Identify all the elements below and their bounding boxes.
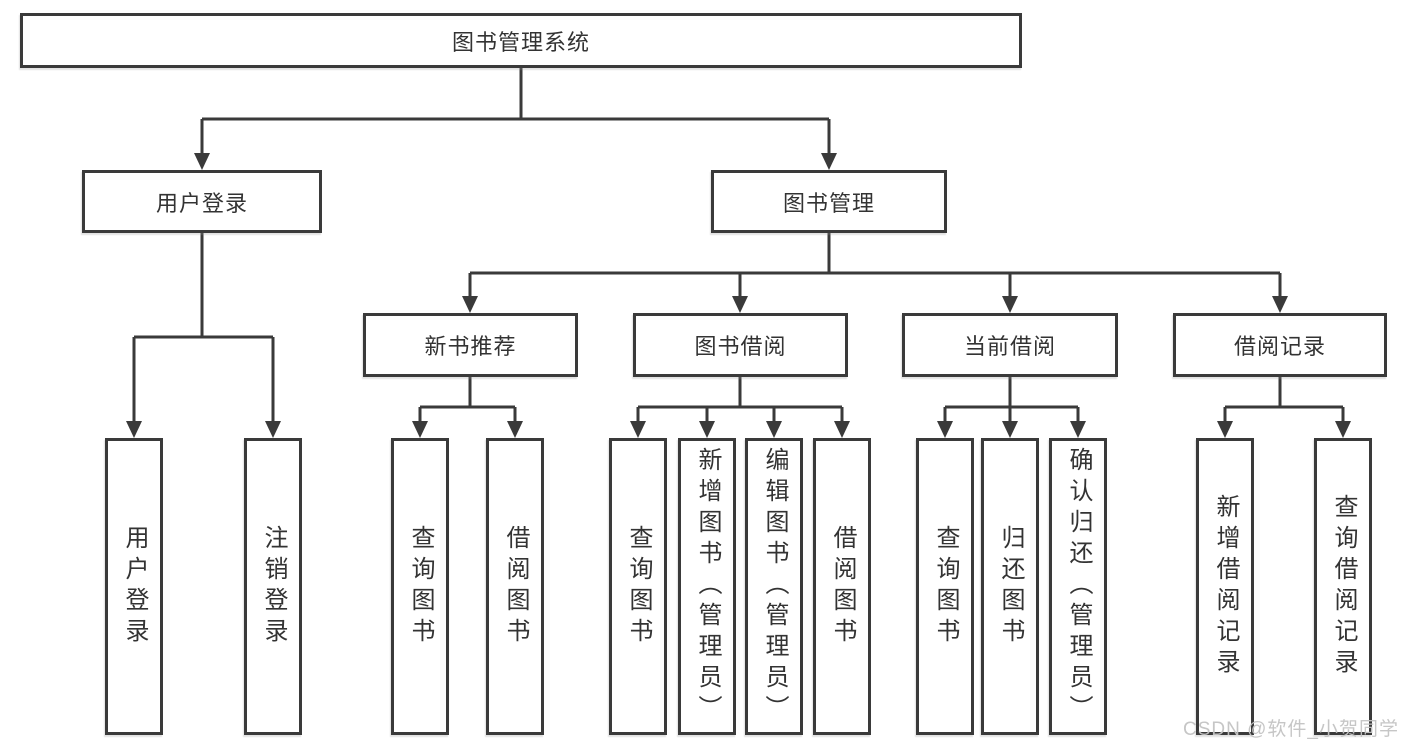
leaf-query-borrow-record-label: 查询借阅记录	[1330, 493, 1357, 680]
leaf-return-books-label: 归还图书	[997, 524, 1024, 649]
leaf-query-books-2: 查询图书	[609, 438, 667, 735]
arrowhead	[1002, 296, 1018, 313]
arrowhead	[766, 421, 782, 438]
node-user-login: 用户登录	[82, 170, 322, 233]
leaf-query-books-2-label: 查询图书	[625, 524, 652, 649]
leaf-query-books-1-label: 查询图书	[407, 524, 434, 649]
leaf-logout-login: 注销登录	[244, 438, 302, 735]
leaf-add-borrow-record: 新增借阅记录	[1196, 438, 1254, 735]
node-current-borrow-label: 当前借阅	[963, 334, 1056, 359]
watermark-text: CSDN @软件_小贺同学	[1183, 719, 1399, 740]
node-book-borrow: 图书借阅	[633, 313, 848, 377]
leaf-confirm-return-admin: 确认归还（管理员）	[1049, 438, 1107, 735]
leaf-borrow-books-1-label: 借阅图书	[502, 524, 529, 649]
arrowhead	[937, 421, 953, 438]
node-book-management-label: 图书管理	[782, 190, 875, 216]
leaf-edit-books-admin: 编辑图书（管理员）	[745, 438, 803, 735]
leaf-add-borrow-record-label: 新增借阅记录	[1212, 493, 1239, 680]
leaf-return-books: 归还图书	[981, 438, 1039, 735]
arrowhead	[732, 296, 748, 313]
node-library-system-label: 图书管理系统	[451, 29, 590, 55]
node-new-book-recommend-label: 新书推荐	[424, 334, 517, 359]
node-borrow-records-label: 借阅记录	[1233, 334, 1326, 359]
node-new-book-recommend: 新书推荐	[363, 313, 578, 377]
leaf-edit-books-admin-label: 编辑图书（管理员）	[761, 447, 788, 726]
arrowhead	[1335, 421, 1351, 438]
arrowhead	[462, 296, 478, 313]
arrowhead	[265, 421, 281, 438]
arrowhead	[834, 421, 850, 438]
leaf-query-borrow-record: 查询借阅记录	[1314, 438, 1372, 735]
arrowhead	[194, 153, 210, 170]
leaf-borrow-books-2-label: 借阅图书	[829, 524, 856, 649]
arrowhead	[630, 421, 646, 438]
leaf-add-books-admin: 新增图书（管理员）	[678, 438, 736, 735]
leaf-user-login-label: 用户登录	[121, 524, 148, 649]
arrowhead	[1217, 421, 1233, 438]
arrowhead	[1272, 296, 1288, 313]
leaf-logout-login-label: 注销登录	[260, 524, 287, 649]
node-borrow-records: 借阅记录	[1173, 313, 1387, 377]
leaf-query-books-3-label: 查询图书	[932, 524, 959, 649]
node-library-system: 图书管理系统	[20, 13, 1022, 68]
leaf-query-books-1: 查询图书	[391, 438, 449, 735]
node-current-borrow: 当前借阅	[902, 313, 1118, 377]
leaf-borrow-books-2: 借阅图书	[813, 438, 871, 735]
arrowhead	[1002, 421, 1018, 438]
leaf-query-books-3: 查询图书	[916, 438, 974, 735]
arrowhead	[821, 153, 837, 170]
leaf-confirm-return-admin-label: 确认归还（管理员）	[1065, 447, 1092, 726]
leaf-add-books-admin-label: 新增图书（管理员）	[694, 447, 721, 726]
arrowhead	[699, 421, 715, 438]
arrowhead	[126, 421, 142, 438]
node-book-management: 图书管理	[711, 170, 947, 233]
leaf-user-login: 用户登录	[105, 438, 163, 735]
node-user-login-label: 用户登录	[155, 190, 248, 216]
arrowhead	[507, 421, 523, 438]
arrowhead	[1070, 421, 1086, 438]
node-book-borrow-label: 图书借阅	[694, 334, 787, 359]
leaf-borrow-books-1: 借阅图书	[486, 438, 544, 735]
arrowhead	[412, 421, 428, 438]
